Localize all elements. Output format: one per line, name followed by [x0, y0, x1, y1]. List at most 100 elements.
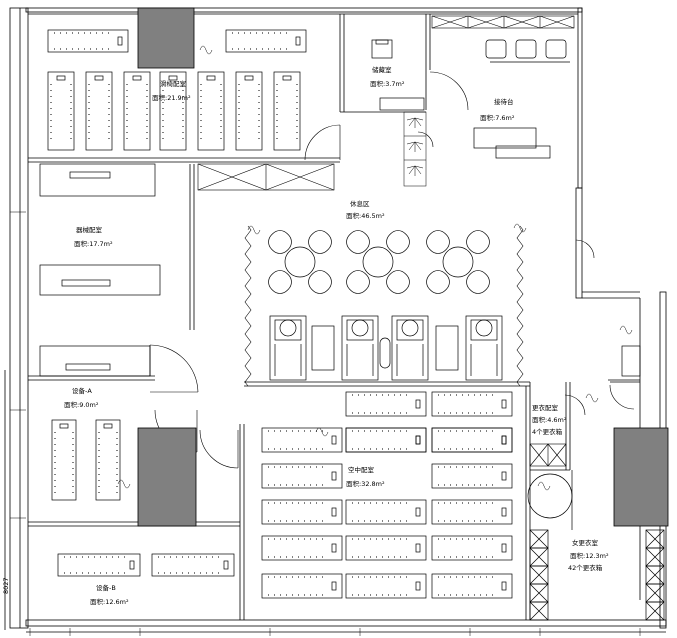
sofa	[341, 315, 379, 381]
label-small-room-name: 储藏室	[372, 65, 392, 74]
round-table-sets	[268, 230, 490, 294]
label-waiting-name: 休息区	[350, 199, 370, 208]
label-room-b-name: 设备-B	[96, 583, 116, 592]
long-table-2	[39, 264, 161, 296]
chair	[386, 270, 410, 294]
mat-pillow	[331, 471, 337, 481]
mat-pillow	[501, 399, 507, 409]
bed	[95, 419, 121, 501]
label-storage-right-area: 面积:4.6m²	[532, 415, 567, 424]
sofa-back	[470, 319, 498, 341]
label-waiting-area: 面积:46.5m²	[346, 211, 385, 220]
round-table	[442, 246, 474, 278]
mat	[345, 427, 427, 453]
label-left-room-name: 器械配室	[76, 225, 103, 234]
mat-pillow	[501, 507, 507, 517]
mat	[261, 463, 343, 489]
mat	[431, 391, 513, 417]
bed-row-vertical	[47, 71, 301, 151]
locker-x	[645, 565, 665, 585]
mat	[431, 535, 513, 561]
mat-pillow	[415, 581, 421, 591]
locker	[645, 601, 665, 621]
mat-pillow	[415, 543, 421, 553]
right-fixture	[527, 345, 641, 530]
mat	[431, 499, 513, 525]
bed	[51, 419, 77, 501]
bed	[57, 553, 141, 577]
long-table-3	[39, 345, 151, 377]
bed	[225, 29, 307, 53]
bed	[273, 71, 301, 151]
sofa-back	[274, 319, 302, 341]
locker	[529, 601, 549, 621]
label-locker-room-name: 女更衣室	[572, 538, 599, 547]
bed-pillow	[223, 560, 229, 570]
mat	[345, 573, 427, 599]
mat	[261, 535, 343, 561]
mat-pillow	[415, 507, 421, 517]
bed	[123, 71, 151, 151]
chair	[466, 230, 490, 254]
lockers-small	[529, 443, 567, 467]
bed-pillow	[132, 75, 142, 81]
shaded-block-right	[613, 427, 669, 527]
chair	[346, 270, 370, 294]
chair	[386, 230, 410, 254]
curtain-right	[516, 225, 524, 387]
label-center-room-area: 面积:32.8m²	[346, 479, 385, 488]
sofa	[391, 315, 429, 381]
bed-pillow	[295, 36, 301, 46]
label-left-room-area: 面积:17.7m²	[74, 239, 113, 248]
label-small-room-area: 面积:3.7m²	[370, 79, 405, 88]
side-dimension: 8027	[2, 577, 10, 594]
label-reception-name: 接待台	[494, 97, 514, 106]
sofa	[269, 315, 307, 381]
cabinet-row-top-right	[431, 15, 575, 29]
bed-pillow	[59, 423, 69, 429]
locker-x	[529, 601, 549, 621]
mat	[261, 573, 343, 599]
chair	[268, 230, 292, 254]
locker-column-right	[645, 529, 665, 621]
mat-pillow	[501, 435, 507, 445]
mat-pillow	[501, 543, 507, 553]
label-center-room-name: 空中配室	[348, 465, 375, 474]
locker-x	[529, 547, 549, 567]
label-top-left-room-name: 滑椅配室	[160, 79, 187, 88]
door-swings	[149, 71, 635, 469]
sofa-cushion	[351, 319, 369, 337]
side-table	[311, 325, 335, 371]
sofa-cushion	[401, 319, 419, 337]
label-room-a-area: 面积:9.0m²	[64, 400, 99, 409]
bed-pillow	[129, 560, 135, 570]
chair	[346, 230, 370, 254]
mat-pillow	[331, 435, 337, 445]
label-storage-right-name: 更衣配室	[532, 403, 559, 412]
mat	[431, 427, 513, 453]
mat-pillow	[501, 581, 507, 591]
locker-x	[645, 547, 665, 567]
locker-x	[645, 601, 665, 621]
sofa-back	[346, 319, 374, 341]
small-room-chair	[371, 39, 425, 111]
reception-desk	[473, 127, 551, 159]
bed-row-top	[47, 29, 307, 53]
mat	[431, 427, 513, 453]
label-locker-room-area: 面积:12.3m²	[570, 551, 609, 560]
mat-pillow	[331, 507, 337, 517]
chair	[268, 270, 292, 294]
mat-pillow	[331, 581, 337, 591]
bed	[47, 29, 129, 53]
mat-pillow	[415, 435, 421, 445]
bed-pillow	[168, 75, 178, 81]
chair	[466, 270, 490, 294]
locker-x	[529, 583, 549, 603]
annotation-squiggles	[117, 45, 633, 491]
mat	[431, 463, 513, 489]
bed-pillow	[103, 423, 113, 429]
shaded-block-left	[137, 427, 197, 527]
sofa-cushion	[279, 319, 297, 337]
mat	[345, 391, 427, 417]
